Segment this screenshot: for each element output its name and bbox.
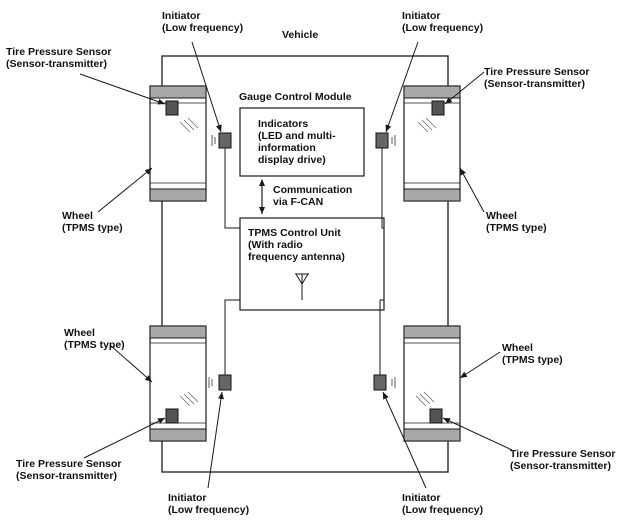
wheel-subtitle: (TPMS type) — [502, 354, 563, 366]
initiator-label-rear-right: Initiator (Low frequency) — [402, 492, 483, 516]
initiator-label-front-left: Initiator (Low frequency) — [162, 10, 243, 34]
tpms-line-3: frequency antenna) — [248, 251, 345, 263]
leader-wheel-fl — [97, 167, 153, 213]
wheel-rear-left — [149, 325, 207, 442]
sensor-front-right — [431, 100, 445, 116]
sensor-title: Tire Pressure Sensor — [16, 458, 122, 470]
initiator-front-left — [211, 132, 232, 149]
wheel-subtitle: (TPMS type) — [486, 222, 547, 234]
sensor-title: Tire Pressure Sensor — [510, 448, 616, 460]
wheel-subtitle: (TPMS type) — [62, 222, 123, 234]
leader-initiator-rr — [382, 391, 427, 489]
leader-wheel-rl — [109, 344, 153, 383]
initiator-title: Initiator — [402, 492, 441, 504]
initiator-rear-right — [373, 374, 396, 391]
initiator-title: Initiator — [162, 10, 201, 22]
indicators-line-2: (LED and multi- — [258, 130, 336, 142]
initiator-label-front-right: Initiator (Low frequency) — [402, 10, 483, 34]
initiator-label-rear-left: Initiator (Low frequency) — [168, 492, 249, 516]
initiator-rear-left — [208, 374, 232, 391]
indicators-line-4: display drive) — [258, 154, 326, 166]
leader-initiator-fr — [385, 41, 419, 133]
indicators-box — [239, 107, 365, 177]
sensor-subtitle: (Sensor-transmitter) — [510, 460, 611, 472]
leader-sensor-rl — [83, 417, 166, 459]
tpms-line-1: TPMS Control Unit — [248, 227, 341, 239]
leader-sensor-fr — [444, 71, 485, 105]
initiator-title: Initiator — [402, 10, 441, 22]
sensor-label-front-right: Tire Pressure Sensor (Sensor-transmitter… — [484, 66, 589, 90]
leader-initiator-fl — [191, 41, 222, 133]
initiator-wiring — [224, 148, 384, 375]
wheel-title: Wheel — [502, 342, 533, 354]
leader-wheel-rr — [459, 351, 501, 379]
sensor-subtitle: (Sensor-transmitter) — [484, 78, 585, 90]
wheel-title: Wheel — [64, 327, 95, 339]
wheel-subtitle: (TPMS type) — [64, 339, 125, 351]
sensor-title: Tire Pressure Sensor — [484, 66, 590, 78]
tpms-control-unit-text: TPMS Control Unit (With radio frequency … — [248, 227, 345, 263]
initiator-subtitle: (Low frequency) — [168, 504, 250, 516]
sensor-label-rear-right: Tire Pressure Sensor (Sensor-transmitter… — [510, 448, 615, 472]
sensor-title: Tire Pressure Sensor — [6, 46, 112, 58]
sensor-subtitle: (Sensor-transmitter) — [6, 58, 107, 70]
wheel-label-front-right: Wheel (TPMS type) — [486, 210, 547, 234]
sensor-rear-left — [165, 408, 179, 424]
initiator-subtitle: (Low frequency) — [162, 22, 244, 34]
wheel-label-rear-right: Wheel (TPMS type) — [502, 342, 563, 366]
indicators-line-1: Indicators — [258, 118, 309, 130]
antenna-icon — [295, 273, 309, 300]
leader-wheel-fr — [459, 167, 485, 213]
indicators-line-3: information — [258, 142, 316, 154]
indicators-text: Indicators (LED and multi- information d… — [258, 118, 336, 166]
wheel-label-front-left: Wheel (TPMS type) — [62, 210, 123, 234]
communication-line-2: via F-CAN — [273, 196, 324, 208]
initiator-title: Initiator — [168, 492, 207, 504]
communication-line-1: Communication — [273, 184, 353, 196]
initiator-subtitle: (Low frequency) — [402, 22, 484, 34]
initiator-subtitle: (Low frequency) — [402, 504, 484, 516]
vehicle-label: Vehicle — [282, 29, 319, 41]
initiator-front-right — [375, 132, 396, 149]
wheel-title: Wheel — [62, 210, 93, 222]
sensor-rear-right — [429, 408, 443, 424]
sensor-subtitle: (Sensor-transmitter) — [16, 470, 117, 482]
leader-sensor-fl — [79, 73, 166, 105]
sensor-label-front-left: Tire Pressure Sensor (Sensor-transmitter… — [6, 46, 111, 70]
leader-sensor-rr — [442, 417, 513, 451]
gauge-control-module-label: Gauge Control Module — [239, 91, 352, 103]
tpms-control-unit-box — [239, 217, 385, 311]
leader-initiator-rl — [207, 391, 224, 489]
wheel-rear-right — [403, 325, 461, 442]
sensor-front-left — [165, 100, 179, 116]
wheel-label-rear-left: Wheel (TPMS type) — [64, 327, 125, 351]
vehicle-outline — [161, 55, 449, 473]
communication-label: Communication via F-CAN — [273, 184, 352, 208]
sensor-label-rear-left: Tire Pressure Sensor (Sensor-transmitter… — [16, 458, 121, 482]
tpms-line-2: (With radio — [248, 239, 303, 251]
wheel-title: Wheel — [486, 210, 517, 222]
